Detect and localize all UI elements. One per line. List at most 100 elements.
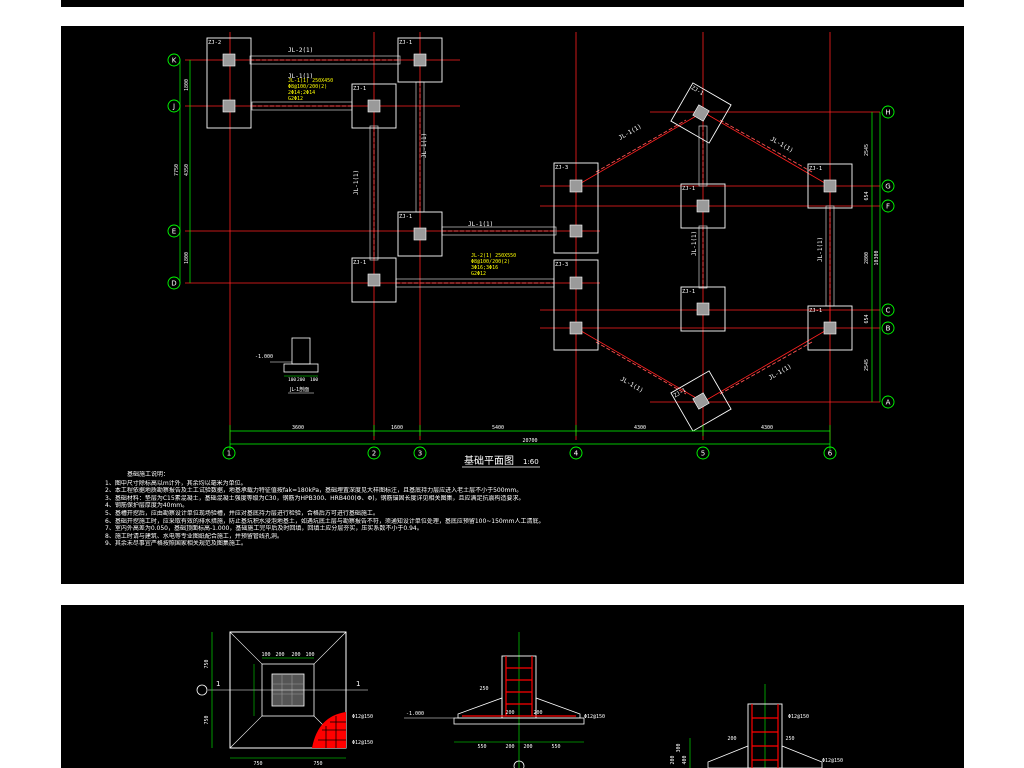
section-1-elev: -1.000 (406, 711, 424, 717)
column-stub (413, 53, 427, 67)
column-stub (222, 53, 236, 67)
detail-plan-dim-4: 200 (275, 652, 284, 658)
footing-section-2: 400 300 200 200 250 Φ12@150 Φ12@150 (670, 684, 843, 768)
footing-detail-panel: 1 1 750 750 750 750 100 200 200 100 Φ12@… (61, 605, 964, 768)
section-mark-left: 1 (216, 680, 220, 688)
column-stub (569, 276, 583, 290)
axis-bubble-label: D (171, 280, 176, 288)
column-stub (569, 179, 583, 193)
column-stub (823, 321, 837, 335)
axis-bubble: D (167, 276, 181, 290)
beam-spec-2-line-3: 3Φ16;3Φ16 (471, 265, 498, 271)
beam-label: JL-1(1) (817, 237, 824, 262)
notes-line-4: 4、钢筋保护层厚度为40mm。 (105, 502, 189, 510)
dimension-lines (179, 60, 881, 450)
mini-section-label: JL-1剖面 (289, 386, 309, 393)
axis-bubble-label: B (886, 325, 891, 333)
beam-label: JL-2(1) (288, 47, 313, 54)
dim-total: 20700 (522, 438, 537, 444)
mini-section-dim-3: 100 (310, 377, 318, 383)
notes-line-3: 3、基础材料：垫层为C15素混凝土，基础混凝土强度等级为C30，钢筋为HPB30… (105, 494, 525, 502)
footing: ZJ-1 (670, 82, 732, 144)
dim-right-2: 654 (864, 191, 870, 200)
mini-section-dim-2: 200 (297, 377, 305, 383)
plan-scale: 1:60 (523, 458, 539, 466)
axis-bubble-label: G (885, 183, 890, 191)
axis-bubble: H (881, 105, 895, 119)
beam-spec-1-line-3: 2Φ14;2Φ14 (288, 90, 315, 96)
section-1-small-dim-2: 200 (505, 710, 514, 716)
footing-label: ZJ-2 (208, 40, 221, 46)
axis-bubble-label: C (886, 307, 891, 315)
axis-bubble: 4 (569, 446, 583, 460)
dim-left-2: 7750 (174, 164, 180, 176)
section-2-dim-1: 400 (682, 755, 688, 764)
section-1-bar-label: Φ12@150 (584, 714, 605, 720)
section-1-dim-3: 200 (523, 744, 532, 750)
column-stub (823, 179, 837, 193)
beam-label: JL-1(1) (769, 136, 794, 155)
axis-bubble-label: J (172, 103, 175, 111)
section-1-small-dim-1: 250 (479, 686, 488, 692)
section-2-bar-label-1: Φ12@150 (788, 714, 809, 720)
axis-bubble: F (881, 199, 895, 213)
dim-right-3: 2800 (864, 252, 870, 264)
beam-label: JL-1(1) (618, 123, 643, 142)
axis-bubble: B (881, 321, 895, 335)
column-stub (222, 99, 236, 113)
footing-detail-drawing: 1 1 750 750 750 750 100 200 200 100 Φ12@… (196, 631, 843, 768)
section-1-dim-4: 550 (551, 744, 560, 750)
beam-label: JL-1(1) (288, 73, 313, 80)
section-1-dim-2: 200 (505, 744, 514, 750)
plan-title: 基础平面图 (464, 454, 514, 467)
footing: ZJ-1 (807, 163, 853, 209)
column-stub (413, 227, 427, 241)
dim-bottom-2: 1600 (391, 425, 403, 431)
detail-plan-side-dim-2: 750 (204, 715, 210, 724)
footing-label: ZJ-1 (673, 388, 687, 400)
footing-section-1: -1.000 550 200 200 550 250 200 200 Φ12@1… (404, 632, 605, 768)
section-1-dim-1: 550 (477, 744, 486, 750)
dim-left-4: 1800 (184, 252, 190, 264)
footing: ZJ-1 (680, 286, 726, 332)
notes-line-9: 9、其余未尽事宜严格按照国家相关规范及图集施工。 (105, 540, 247, 548)
footing: ZJ-1 (397, 211, 443, 257)
footing-label: ZJ-1 (809, 308, 822, 314)
column-stub (692, 392, 710, 410)
dim-right-1: 2545 (864, 144, 870, 156)
footing-plan-detail: 1 1 750 750 750 750 100 200 200 100 Φ12@… (196, 631, 373, 767)
footing-label: ZJ-3 (555, 262, 568, 268)
notes-line-8: 8、施工时请与建筑、水电等专业图纸配合施工，并预留管线孔洞。 (105, 532, 283, 540)
footing-label: ZJ-1 (353, 260, 366, 266)
axis-bubble-label: 5 (701, 450, 705, 458)
notes-line-5: 5、基槽开挖后，应由勘察设计单位现场验槽，并应对基底持力层进行检验，合格后方可进… (105, 509, 379, 517)
notes-line-7: 7、室内外高差为0.050，基础顶面标高-1.000，基础施工完毕后及时回填，回… (105, 525, 423, 533)
detail-plan-dim-5: 200 (291, 652, 300, 658)
column-stub (569, 321, 583, 335)
detail-plan-dim-2: 750 (313, 761, 322, 767)
section-1-small-dim-3: 200 (533, 710, 542, 716)
dim-left-1: 1800 (184, 79, 190, 91)
axis-bubble-label: 1 (227, 450, 231, 458)
axis-bubble-label: 4 (574, 450, 579, 458)
beam-spec-blocks: JL-1(1) 250X450 Φ8@100/200(2) 2Φ14;2Φ14 … (288, 78, 516, 277)
beam-label: JL-1(1) (691, 231, 698, 256)
beam-spec-2-line-2: Φ8@100/200(2) (471, 259, 510, 265)
column-stub (696, 199, 710, 213)
section-2-small-dim-1: 200 (727, 736, 736, 742)
axis-bubble: 2 (367, 446, 381, 460)
axis-bubble: K (167, 53, 181, 67)
mini-section-dim-1: 100 (288, 377, 296, 383)
footing: ZJ-1 (397, 37, 443, 83)
footing-label: ZJ-3 (555, 165, 568, 171)
notes-line-2: 2、本工程依据地质勘察报告及土工试验数据，地基承载力特征值按fak=180kPa… (105, 487, 523, 495)
footing: ZJ-1 (351, 257, 397, 303)
axis-bubble-label: K (172, 57, 177, 65)
section-2-dim-3: 200 (670, 755, 676, 764)
footing: ZJ-3 (553, 162, 599, 254)
beam-spec-1-line-4: G2Φ12 (288, 96, 303, 102)
